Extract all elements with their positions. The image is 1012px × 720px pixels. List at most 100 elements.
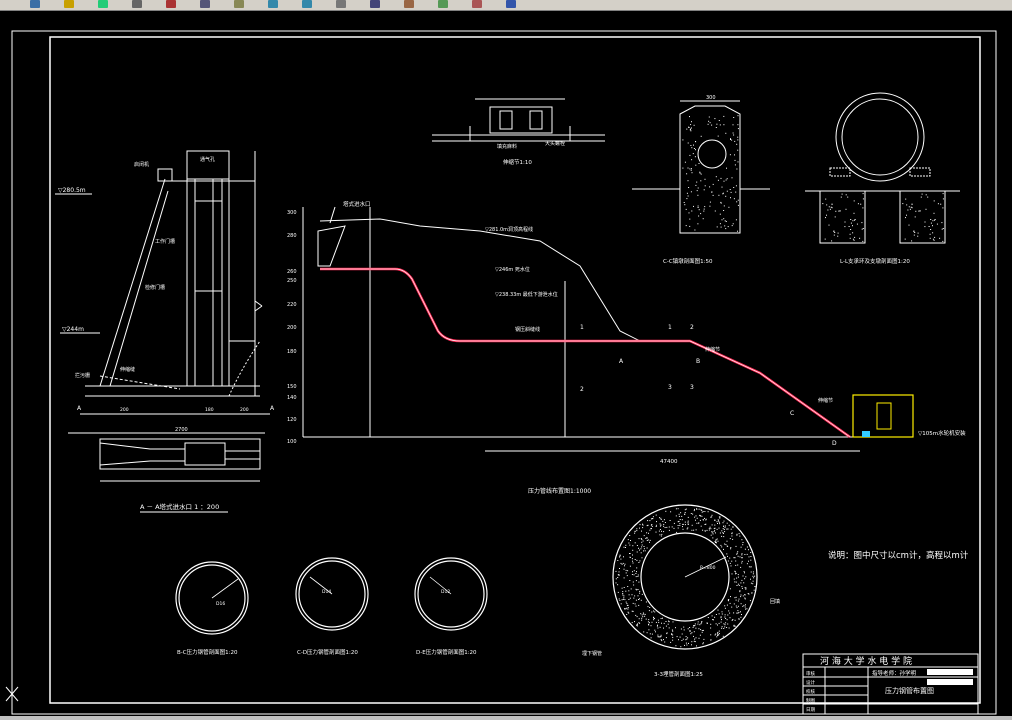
concrete-dot bbox=[668, 526, 670, 528]
concrete-dot bbox=[715, 614, 717, 615]
properties-icon[interactable] bbox=[404, 0, 414, 8]
concrete-dot bbox=[933, 239, 935, 241]
concrete-dot bbox=[914, 216, 916, 218]
concrete-dot bbox=[632, 560, 633, 562]
concrete-dot bbox=[831, 203, 833, 205]
redo-icon[interactable] bbox=[302, 0, 312, 8]
concrete-dot bbox=[632, 562, 634, 564]
new-icon[interactable] bbox=[30, 0, 40, 8]
drawing-svg: ▽280.5m ▽244m 启闭机 工作门槽 检修门槽 通气孔 伸缩缝 拦污栅 … bbox=[5, 30, 997, 715]
concrete-dot bbox=[634, 559, 636, 560]
pan-icon[interactable] bbox=[336, 0, 346, 8]
layer-icon[interactable] bbox=[438, 0, 448, 8]
concrete-dot bbox=[656, 521, 657, 523]
tower-label-2: 检修门槽 bbox=[145, 284, 165, 291]
concrete-dot bbox=[741, 579, 743, 581]
concrete-dot bbox=[718, 521, 720, 523]
concrete-dot bbox=[623, 587, 625, 588]
concrete-dot bbox=[724, 626, 726, 628]
concrete-dot bbox=[691, 641, 693, 643]
zoom-icon[interactable] bbox=[370, 0, 380, 8]
concrete-dot bbox=[735, 191, 737, 193]
print-icon[interactable] bbox=[132, 0, 142, 8]
concrete-dot bbox=[698, 163, 700, 164]
concrete-dot bbox=[619, 554, 621, 556]
powerhouse-unit bbox=[876, 402, 892, 430]
concrete-dot bbox=[745, 608, 746, 610]
concrete-dot bbox=[725, 622, 727, 624]
concrete-dot bbox=[675, 627, 676, 629]
concrete-dot bbox=[932, 232, 934, 234]
concrete-dot bbox=[657, 627, 659, 629]
concrete-dot bbox=[641, 541, 643, 543]
concrete-dot bbox=[644, 615, 646, 617]
concrete-dot bbox=[690, 128, 691, 130]
expansion-joint bbox=[432, 98, 605, 142]
concrete-dot bbox=[688, 642, 689, 644]
concrete-dot bbox=[636, 551, 638, 553]
concrete-dot bbox=[687, 195, 689, 197]
concrete-dot bbox=[737, 564, 739, 566]
concrete-dot bbox=[687, 521, 689, 523]
concrete-dot bbox=[744, 578, 746, 580]
drawing-canvas[interactable]: ▽280.5m ▽244m 启闭机 工作门槽 检修门槽 通气孔 伸缩缝 拦污栅 … bbox=[0, 11, 1012, 716]
undo-icon[interactable] bbox=[268, 0, 278, 8]
concrete-dot bbox=[942, 193, 944, 195]
concrete-dot bbox=[719, 516, 721, 518]
concrete-dot bbox=[927, 196, 929, 198]
support-fill bbox=[822, 193, 944, 242]
concrete-dot bbox=[717, 519, 719, 521]
concrete-dot bbox=[629, 553, 630, 554]
concrete-dot bbox=[689, 154, 691, 156]
elev-tick-220: 220 bbox=[287, 302, 297, 308]
help-icon[interactable] bbox=[506, 0, 516, 8]
concrete-dot bbox=[622, 562, 624, 564]
drawing-note: 说明：图中尺寸以cm计，高程以m计 bbox=[828, 550, 969, 561]
concrete-dot bbox=[915, 210, 917, 212]
paste-icon[interactable] bbox=[234, 0, 244, 8]
concrete-dot bbox=[837, 235, 839, 237]
concrete-dot bbox=[942, 198, 944, 200]
concrete-dot bbox=[651, 611, 653, 613]
concrete-dot bbox=[704, 206, 706, 208]
save-icon[interactable] bbox=[98, 0, 108, 8]
concrete-dot bbox=[701, 631, 703, 633]
concrete-dot bbox=[672, 621, 674, 623]
concrete-dot bbox=[724, 624, 726, 626]
concrete-dot bbox=[640, 548, 642, 550]
concrete-dot bbox=[745, 576, 747, 578]
concrete-dot bbox=[691, 172, 693, 174]
concrete-dot bbox=[702, 642, 704, 644]
concrete-dot bbox=[686, 644, 688, 646]
concrete-dot bbox=[629, 557, 631, 558]
concrete-dot bbox=[715, 541, 717, 543]
concrete-dot bbox=[834, 232, 836, 233]
concrete-dot bbox=[737, 128, 739, 130]
concrete-dot bbox=[630, 540, 631, 541]
concrete-dot bbox=[708, 527, 710, 529]
open-icon[interactable] bbox=[64, 0, 74, 8]
concrete-dot bbox=[721, 546, 723, 548]
copy-icon[interactable] bbox=[200, 0, 210, 8]
concrete-dot bbox=[721, 535, 723, 537]
concrete-dot bbox=[666, 526, 668, 528]
cut-icon[interactable] bbox=[166, 0, 176, 8]
cad-toolbar bbox=[0, 0, 1012, 11]
concrete-dot bbox=[732, 526, 734, 528]
concrete-dot bbox=[751, 592, 753, 594]
concrete-dot bbox=[728, 600, 729, 602]
concrete-dot bbox=[738, 611, 740, 613]
concrete-dot bbox=[687, 628, 689, 630]
concrete-dot bbox=[736, 607, 738, 609]
concrete-dot bbox=[690, 191, 692, 193]
concrete-dot bbox=[711, 191, 713, 193]
concrete-dot bbox=[640, 599, 642, 601]
concrete-dot bbox=[703, 208, 705, 210]
concrete-dot bbox=[709, 526, 711, 528]
match-icon[interactable] bbox=[472, 0, 482, 8]
concrete-dot bbox=[724, 525, 726, 527]
concrete-dot bbox=[713, 531, 715, 533]
concrete-dot bbox=[678, 513, 680, 515]
concrete-dot bbox=[850, 229, 852, 230]
concrete-dot bbox=[702, 643, 704, 645]
